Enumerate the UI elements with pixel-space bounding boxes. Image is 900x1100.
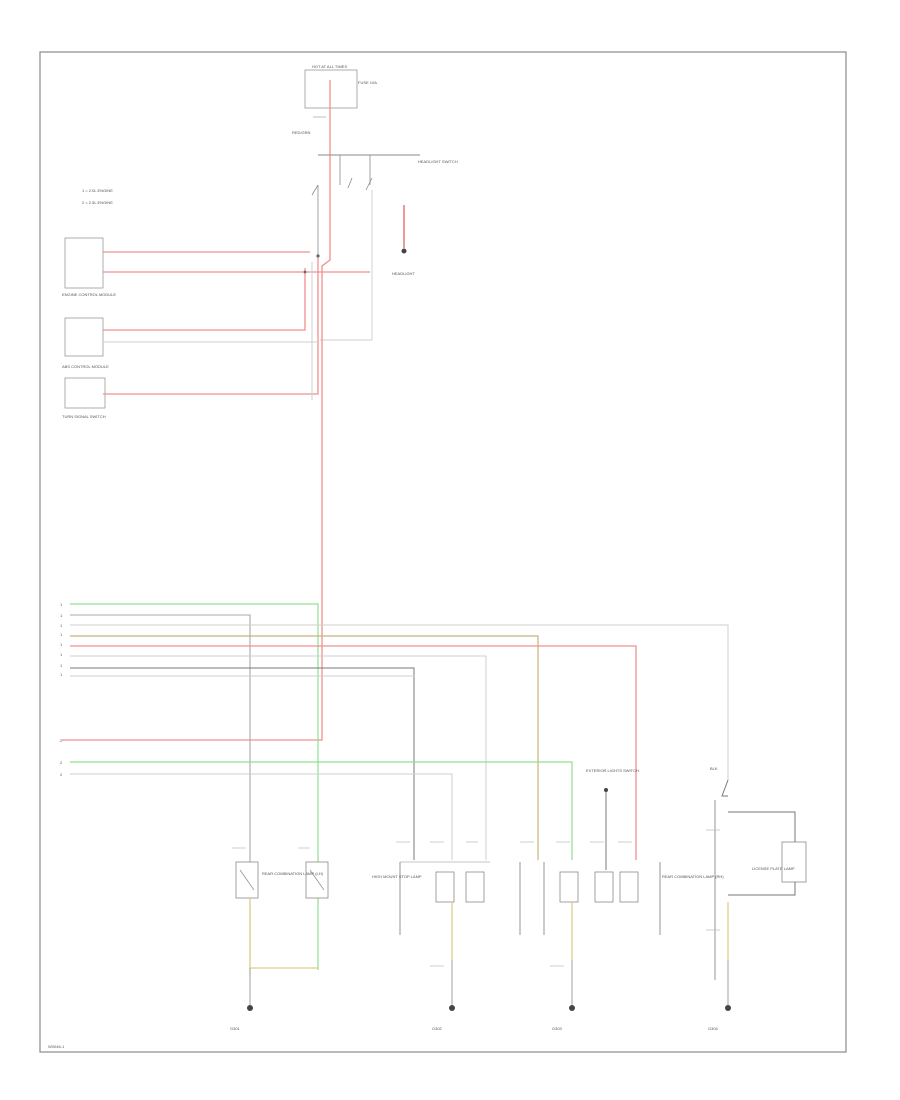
rear-combination-lamp-lh: REAR COMBINATION LAMP (LH) [235, 861, 329, 899]
svg-text:1: 1 [60, 672, 63, 677]
bus-wires: 1 1 1 1 1 1 1 1 2 2 2 [60, 602, 729, 975]
svg-text:2: 2 [60, 772, 63, 777]
ecm-label: ENGINE CONTROL MODULE [62, 292, 116, 297]
svg-text:1: 1 [60, 652, 63, 657]
exterior-lights-switch-label: EXTERIOR LIGHTS SWITCH [586, 768, 639, 773]
ground-g301-label: G301 [230, 1026, 241, 1031]
svg-text:1 = 2.0L ENGINE: 1 = 2.0L ENGINE [82, 188, 113, 193]
svg-text:2 = 2.5L ENGINE: 2 = 2.5L ENGINE [82, 200, 113, 205]
svg-text:1: 1 [60, 623, 63, 628]
ground-connections: G301 G302 G303 G304 [230, 898, 731, 1031]
legend: 1 = 2.0L ENGINE 2 = 2.5L ENGINE [82, 188, 113, 205]
rear-combination-lamp-rh: REAR COMBINATION LAMP (RH) EXTERIOR LIGH… [543, 768, 724, 935]
fuse-wire-label: RED/GRN [292, 130, 311, 135]
svg-text:BLK: BLK [710, 766, 718, 771]
svg-text:1: 1 [60, 613, 63, 618]
svg-text:2: 2 [60, 738, 63, 743]
ground-g304-label: G304 [708, 1026, 719, 1031]
turn-signal-label: TURN SIGNAL SWITCH [62, 414, 106, 419]
abs-control-module: ABS CONTROL MODULE [62, 317, 109, 369]
connector-ticks [232, 829, 720, 967]
high-mount-stop-lamp: HIGH MOUNT STOP LAMP [372, 861, 521, 935]
hmsl-label: HIGH MOUNT STOP LAMP [372, 874, 422, 879]
lamp-lh-label: REAR COMBINATION LAMP (LH) [262, 871, 324, 876]
turn-signal-switch: TURN SIGNAL SWITCH [62, 377, 106, 419]
svg-text:1: 1 [60, 632, 63, 637]
power-supply-block: HOT AT ALL TIMES FUSE 10A RED/GRN [292, 64, 377, 155]
figure-id: W0046-1 [48, 1044, 65, 1049]
module-feed-wires [103, 251, 372, 395]
headlight-switch: HEADLIGHT SWITCH HEADLIGHT [311, 154, 458, 340]
ground-g302-label: G302 [432, 1026, 443, 1031]
svg-text:HEADLIGHT: HEADLIGHT [392, 271, 415, 276]
main-red-wire [62, 155, 331, 741]
lamp-rh-label: REAR COMBINATION LAMP (RH) [662, 874, 724, 879]
svg-text:1: 1 [60, 663, 63, 668]
license-lamp-label: LICENSE PLATE LAMP [752, 866, 795, 871]
abs-label: ABS CONTROL MODULE [62, 364, 109, 369]
ground-g303-label: G303 [552, 1026, 563, 1031]
svg-text:1: 1 [60, 642, 63, 647]
license-plate-lamp: LICENSE PLATE LAMP BLK [710, 766, 807, 980]
diagram-frame [39, 51, 847, 1053]
engine-control-module: ENGINE CONTROL MODULE [62, 237, 116, 297]
svg-text:2: 2 [60, 760, 63, 765]
fuse-label: FUSE 10A [358, 80, 377, 85]
svg-text:1: 1 [60, 602, 63, 607]
headlight-switch-label: HEADLIGHT SWITCH [418, 159, 458, 164]
hot-at-all-times-label: HOT AT ALL TIMES [312, 64, 347, 69]
